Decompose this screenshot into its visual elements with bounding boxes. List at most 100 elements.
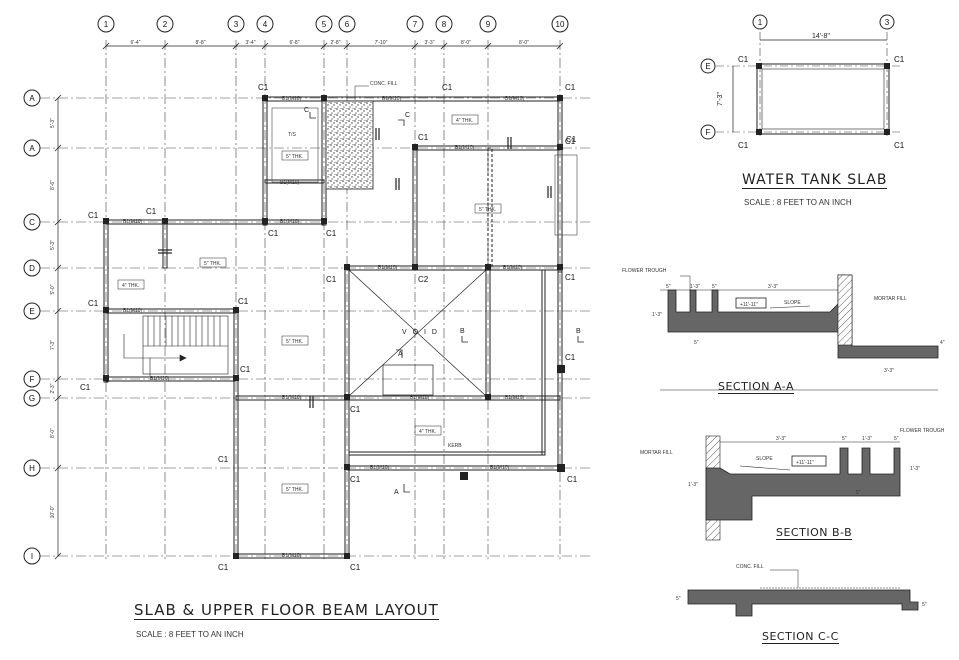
concrete-fill-area xyxy=(325,100,374,190)
section-bb-drawing xyxy=(705,435,901,541)
grid-bubble-label: A xyxy=(29,94,35,103)
column-tag: C1 xyxy=(326,275,337,284)
grid-bubble-label: E xyxy=(705,62,710,71)
svg-text:3'-3": 3'-3" xyxy=(776,436,786,442)
grid-bubble-label: 3 xyxy=(234,20,239,29)
beam-labels: B1(M10) B1(M10) B1(M10) B1(M10) B1(M10) B1(M… xyxy=(123,96,525,559)
column-tag: C1 xyxy=(268,229,279,238)
svg-text:B1(M10): B1(M10) xyxy=(503,265,523,271)
section-cc-title: SECTION C-C xyxy=(762,630,839,644)
grid-bubble-label: 9 xyxy=(486,20,491,29)
grid-bubble-label: H xyxy=(29,464,35,473)
grid-bubble-label: I xyxy=(31,552,33,561)
bb-slope: SLOPE xyxy=(756,456,773,462)
svg-text:1'-3": 1'-3" xyxy=(862,436,872,442)
svg-text:B1(M10): B1(M10) xyxy=(490,465,510,471)
dimension-text: 5'-3" xyxy=(50,240,56,250)
bb-dims: 3'-3" 5" 1'-3" 5" 1'-3" 1'-3" 5" xyxy=(688,436,920,496)
column-tag: C1 xyxy=(350,563,361,572)
grid-bubble-side: H xyxy=(23,459,41,477)
dimension-tick xyxy=(343,42,351,50)
svg-text:B1(M10): B1(M10) xyxy=(123,219,143,225)
svg-text:5" THK.: 5" THK. xyxy=(204,261,221,267)
svg-text:5" THK.: 5" THK. xyxy=(479,207,496,213)
column-tag: C1 xyxy=(442,83,453,92)
svg-text:1'-3": 1'-3" xyxy=(688,482,698,488)
column-tag: C1 xyxy=(238,297,249,306)
cc-dims: 5" 5" xyxy=(676,596,927,608)
grid-bubble-top: 3 xyxy=(879,14,895,30)
aa-mortar-fill: MORTAR FILL xyxy=(874,296,907,302)
conc-fill-label: CONC. FILL xyxy=(370,81,398,87)
grid-bubble-side: A xyxy=(23,139,41,157)
grid-bubble-top: 5 xyxy=(315,15,333,33)
grid-bubble-label: 3 xyxy=(885,18,890,27)
svg-text:C1: C1 xyxy=(738,55,749,64)
svg-text:B1(M10): B1(M10) xyxy=(455,145,475,151)
dimension-tick xyxy=(261,42,269,50)
column-tag: C1 xyxy=(565,83,576,92)
slab-label-text: 4" THK. 5" THK. 5" THK. 4" THK. 5" THK. … xyxy=(122,118,496,493)
grid-bubble-label: D xyxy=(29,264,35,273)
svg-text:B1(M10): B1(M10) xyxy=(280,180,300,186)
dimension-tick xyxy=(484,42,492,50)
svg-text:5": 5" xyxy=(694,340,699,346)
svg-text:C1: C1 xyxy=(894,141,905,150)
svg-text:A: A xyxy=(398,351,403,358)
grid-bubble-side: D xyxy=(23,259,41,277)
svg-text:1'-3": 1'-3" xyxy=(690,284,700,290)
dimension-tick xyxy=(161,42,169,50)
dimension-tick xyxy=(411,42,419,50)
svg-text:5" THK.: 5" THK. xyxy=(286,154,303,160)
svg-text:C: C xyxy=(304,107,309,114)
dimension-lines xyxy=(57,45,560,556)
staircase xyxy=(123,315,229,376)
grid-bubble-label: E xyxy=(29,307,34,316)
svg-text:B1(M10): B1(M10) xyxy=(123,308,143,314)
dimension-text: 8'-0" xyxy=(50,428,56,438)
bb-flower-trough: FLOWER TROUGH xyxy=(900,428,945,434)
svg-text:5": 5" xyxy=(922,602,927,608)
column-tag: C1 xyxy=(350,475,361,484)
dimension-text: 6'-8" xyxy=(290,40,300,46)
svg-text:5": 5" xyxy=(842,436,847,442)
svg-text:4" THK.: 4" THK. xyxy=(456,118,473,124)
grid-bubble-side: G xyxy=(23,389,41,407)
dimension-text: 6'-4" xyxy=(131,40,141,46)
bb-mortar-fill: MORTAR FILL xyxy=(640,450,673,456)
column-tag: C1 xyxy=(565,137,576,146)
dimension-text: 10'-0" xyxy=(50,505,56,518)
column-tag: C1 xyxy=(565,353,576,362)
svg-text:5": 5" xyxy=(856,490,861,496)
column-tag: C1 xyxy=(218,563,229,572)
dimension-text: 3'-4" xyxy=(246,40,256,46)
dimension-tick xyxy=(54,218,62,226)
section-bb-title: SECTION B-B xyxy=(776,526,853,540)
svg-text:B1(M10): B1(M10) xyxy=(505,395,525,401)
bb-level: +11'-11" xyxy=(796,460,814,466)
svg-text:3'-3": 3'-3" xyxy=(768,284,778,290)
grid-bubble-top: 7 xyxy=(406,15,424,33)
grid-bubble-side: E xyxy=(700,58,716,74)
dimension-tick xyxy=(320,42,328,50)
slab-labels xyxy=(117,114,502,494)
grid-bubble-side: F xyxy=(700,124,716,140)
columns xyxy=(103,95,565,559)
svg-text:5": 5" xyxy=(676,596,681,602)
column-tag: C1 xyxy=(240,365,251,374)
svg-text:5": 5" xyxy=(894,436,899,442)
grid-bubble-label: G xyxy=(29,394,35,403)
svg-text:4": 4" xyxy=(940,340,945,346)
column-tag: C1 xyxy=(565,273,576,282)
grid-bubble-top: 2 xyxy=(156,15,174,33)
section-cc-drawing xyxy=(687,569,919,617)
dimension-tick xyxy=(54,94,62,102)
grid-bubble-top: 10 xyxy=(551,15,569,33)
dimension-tick xyxy=(440,42,448,50)
dimension-ticks xyxy=(54,94,62,560)
svg-text:B1(M10): B1(M10) xyxy=(282,96,302,102)
section-mark-labels: A A B B C C xyxy=(304,107,581,496)
column-tag: C1 xyxy=(218,455,229,464)
